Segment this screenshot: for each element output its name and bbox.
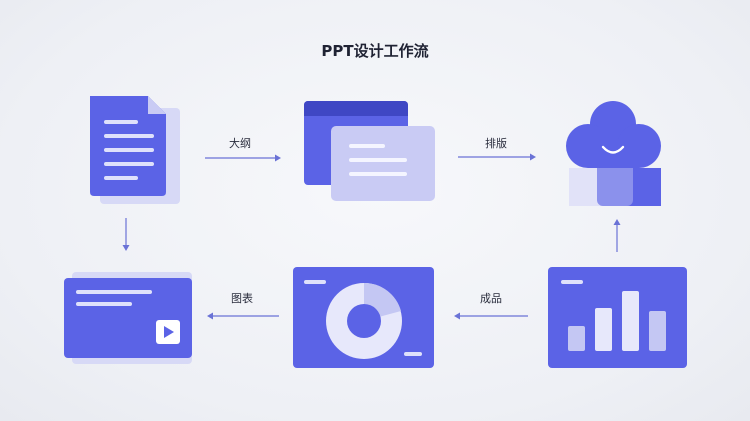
arrow-left-icon	[207, 312, 279, 320]
slide-video-icon	[64, 272, 192, 364]
label-outline: 大纲	[229, 137, 251, 150]
diagram-title: PPT设计工作流	[321, 42, 429, 60]
cloud-robot-icon	[566, 101, 661, 206]
arrow-right-icon	[458, 153, 536, 161]
arrow-up-icon	[613, 219, 621, 252]
browser-windows-icon	[304, 101, 435, 201]
donut-chart-icon	[293, 267, 434, 368]
arrow-right-icon	[205, 154, 281, 162]
label-chart: 图表	[231, 292, 253, 305]
label-product: 成品	[480, 292, 502, 305]
label-layout: 排版	[485, 137, 507, 150]
arrow-down-icon	[122, 218, 130, 251]
document-icon	[90, 96, 180, 204]
bar-chart-icon	[548, 267, 687, 368]
arrow-left-icon	[454, 312, 528, 320]
